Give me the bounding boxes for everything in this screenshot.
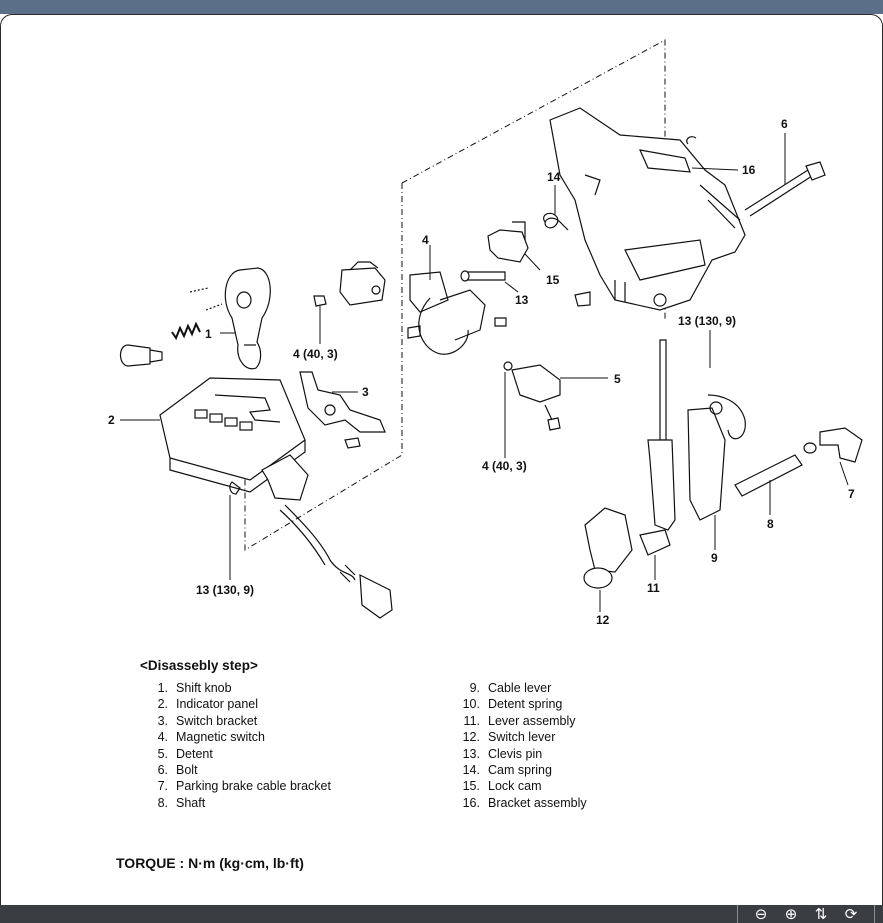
- label-8: 8: [767, 517, 774, 531]
- indicator-panel-part: [159, 377, 393, 619]
- label-11: 11: [647, 581, 660, 595]
- magnetic-switch-part: [313, 261, 507, 355]
- list-item: 2.Indicator panel: [157, 697, 259, 712]
- label-4-torque-b: 4 (40, 3): [482, 459, 527, 473]
- zoom-out-icon[interactable]: ⊖: [754, 905, 768, 923]
- list-item: 6.Bolt: [157, 763, 198, 778]
- detent-part: [503, 361, 561, 431]
- label-7: 7: [848, 487, 855, 501]
- toolbar-divider: [874, 905, 875, 923]
- list-item: 8.Shaft: [157, 795, 206, 810]
- toolbar-controls: ⊖ ⊕ ⇅ ⟳: [729, 905, 883, 923]
- label-9: 9: [711, 551, 718, 565]
- label-16: 16: [742, 163, 756, 177]
- steps-column-right: 9.Cable lever 10.Detent spring 11.Lever …: [460, 680, 587, 811]
- list-item: 15.Lock cam: [462, 779, 542, 794]
- label-4-torque-a: 4 (40, 3): [293, 347, 338, 361]
- cam-spring-part: [543, 212, 569, 231]
- toolbar-divider: [737, 905, 738, 923]
- disassembly-steps: <Disassebly step> 1.Shift knob 2.Indicat…: [140, 658, 660, 810]
- label-13: 13: [515, 293, 529, 307]
- label-3: 3: [362, 385, 369, 399]
- viewer-bottom-toolbar: ⊖ ⊕ ⇅ ⟳: [0, 905, 883, 923]
- rotate-icon[interactable]: ⟳: [844, 905, 858, 923]
- switch-bracket-part: [299, 371, 386, 449]
- parking-brake-bracket-part: [819, 427, 863, 463]
- list-item: 12.Switch lever: [462, 730, 556, 745]
- label-13-torque-b: 13 (130, 9): [196, 583, 254, 597]
- steps-column-left: 1.Shift knob 2.Indicator panel 3.Switch …: [148, 680, 331, 811]
- bolt-part: [744, 161, 826, 217]
- knob-button-part: [119, 287, 223, 367]
- leader-lines: [120, 133, 849, 612]
- label-2: 2: [108, 413, 115, 427]
- label-4: 4: [422, 233, 429, 247]
- steps-title: <Disassebly step>: [140, 658, 258, 673]
- label-1: 1: [205, 327, 212, 341]
- label-14: 14: [547, 170, 561, 184]
- list-item: 10.Detent spring: [462, 697, 563, 712]
- label-12: 12: [596, 613, 610, 627]
- shift-knob-part: [224, 267, 271, 370]
- list-item: 7.Parking brake cable bracket: [157, 779, 331, 794]
- clevis-pin-part: [460, 270, 506, 282]
- torque-note: TORQUE : N·m (kg·cm, lb·ft): [116, 855, 304, 871]
- fit-icon[interactable]: ⇅: [814, 905, 828, 923]
- label-13-torque-a: 13 (130, 9): [678, 314, 736, 328]
- list-item: 13.Clevis pin: [462, 746, 543, 761]
- list-item: 1.Shift knob: [157, 681, 232, 695]
- list-item: 11.Lever assembly: [463, 713, 576, 728]
- label-15: 15: [546, 273, 560, 287]
- list-item: 14.Cam spring: [462, 763, 552, 778]
- lever-assembly-part: [639, 339, 676, 556]
- viewer-top-bar: [0, 0, 883, 14]
- label-6: 6: [781, 117, 788, 131]
- list-item: 4.Magnetic switch: [157, 730, 265, 745]
- lock-cam-part: [487, 221, 529, 263]
- list-item: 3.Switch bracket: [157, 713, 258, 728]
- list-item: 16.Bracket assembly: [462, 795, 587, 810]
- list-item: 5.Detent: [157, 746, 213, 761]
- cable-lever-part: [687, 394, 746, 521]
- list-item: 9.Cable lever: [469, 681, 552, 695]
- label-5: 5: [614, 372, 621, 386]
- shaft-part: [734, 442, 817, 497]
- switch-lever-part: [583, 507, 633, 589]
- zoom-in-icon[interactable]: ⊕: [784, 905, 798, 923]
- bracket-assembly-part: [549, 107, 746, 311]
